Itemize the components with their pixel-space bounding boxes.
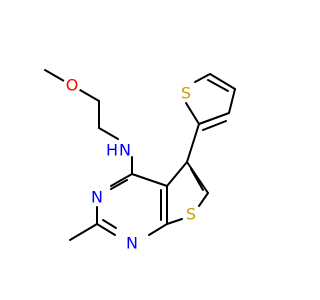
bond-thienyl-c2-c3-double	[202, 120, 227, 131]
core-sulfur-label: S	[186, 205, 196, 224]
bond-thienyl-c4-c5	[209, 73, 236, 90]
bond-c4a-c4	[131, 173, 168, 187]
amine-hydrogen-label: H	[106, 141, 118, 160]
bond-c4a-c5	[166, 161, 188, 187]
thienyl-sulfur-atom: S	[177, 84, 195, 103]
bond-c4-n3	[110, 173, 133, 187]
bond-s-c7a	[166, 218, 183, 225]
bond-thienyl-c3-c4	[228, 88, 236, 114]
pyrimidine-n1-label: N	[126, 234, 138, 253]
bond-thienyl-c5-s	[194, 73, 211, 83]
bond-o-ch2	[79, 89, 100, 102]
bond-c2-n1-double	[102, 219, 117, 229]
bond-thienyl-s-c2	[185, 102, 200, 125]
bond-c2-methyl	[69, 223, 98, 241]
bond-n1-c7a	[148, 223, 168, 236]
pyrimidine-n3-atom: N	[88, 188, 106, 207]
bond-thienyl-c4-c5-double	[207, 79, 229, 92]
amine-nitrogen-atom: N H	[106, 141, 134, 160]
molecule-structure: O N H S N N S	[44, 69, 236, 253]
bond-c5-c6	[186, 161, 209, 194]
amine-nitrogen-label: N	[119, 141, 131, 160]
pyrimidine-n1-atom: N	[123, 234, 141, 253]
oxygen-label: O	[66, 76, 79, 95]
bonds	[44, 69, 236, 241]
core-sulfur-atom: S	[182, 205, 200, 224]
bond-c2-n1	[96, 223, 116, 236]
bond-thienyl-c2-c3	[198, 112, 230, 125]
bond-c6-s	[198, 192, 209, 207]
bond-c4-n3-double	[110, 179, 128, 190]
bond-c5-thienyl	[186, 123, 200, 163]
pyrimidine-n3-label: N	[91, 188, 103, 207]
bond-c5-c6-double	[190, 168, 204, 191]
atom-labels: O N H S N N S	[63, 76, 200, 253]
bond-ch2-n	[98, 127, 119, 140]
bond-methyl-o	[44, 69, 65, 82]
oxygen-atom: O	[63, 76, 81, 95]
thienyl-sulfur-label: S	[181, 84, 191, 103]
